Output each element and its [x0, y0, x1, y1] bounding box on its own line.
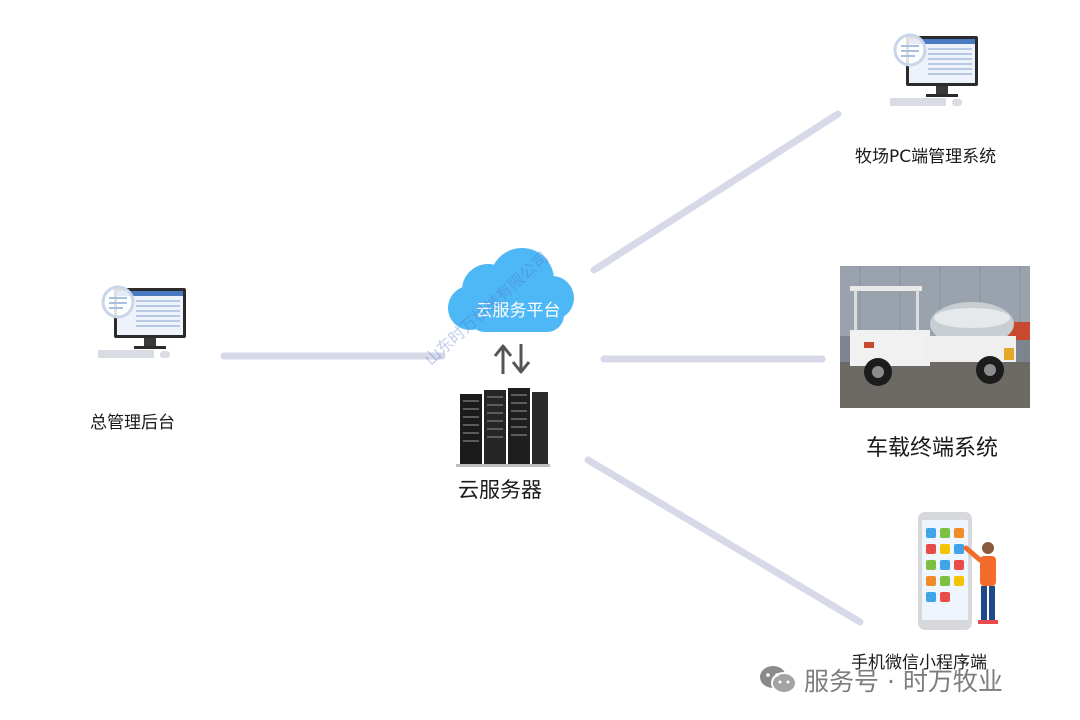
account-footer: 服务号 · 时万牧业 [758, 662, 1003, 698]
desktop-computer-icon [98, 285, 186, 358]
sync-arrows-icon [493, 344, 531, 374]
footer-text: 服务号 · 时万牧业 [804, 667, 1003, 696]
admin-label: 总管理后台 [90, 413, 175, 433]
wechat-icon [760, 666, 797, 694]
server-label: 云服务器 [458, 478, 542, 502]
mobile-label: 手机微信小程序端 [851, 653, 987, 673]
connector-pc [590, 110, 842, 274]
pc-label: 牧场PC端管理系统 [855, 147, 997, 167]
cloud-label: 云服务平台 [475, 301, 561, 321]
cloud-icon [448, 248, 574, 332]
tank-truck-photo [840, 266, 1030, 408]
connector-mobile [584, 456, 864, 626]
desktop-computer-icon [890, 33, 978, 106]
vehicle-label: 车载终端系统 [866, 436, 999, 461]
smartphone-user-icon [918, 512, 998, 630]
server-rack-icon [456, 388, 550, 467]
